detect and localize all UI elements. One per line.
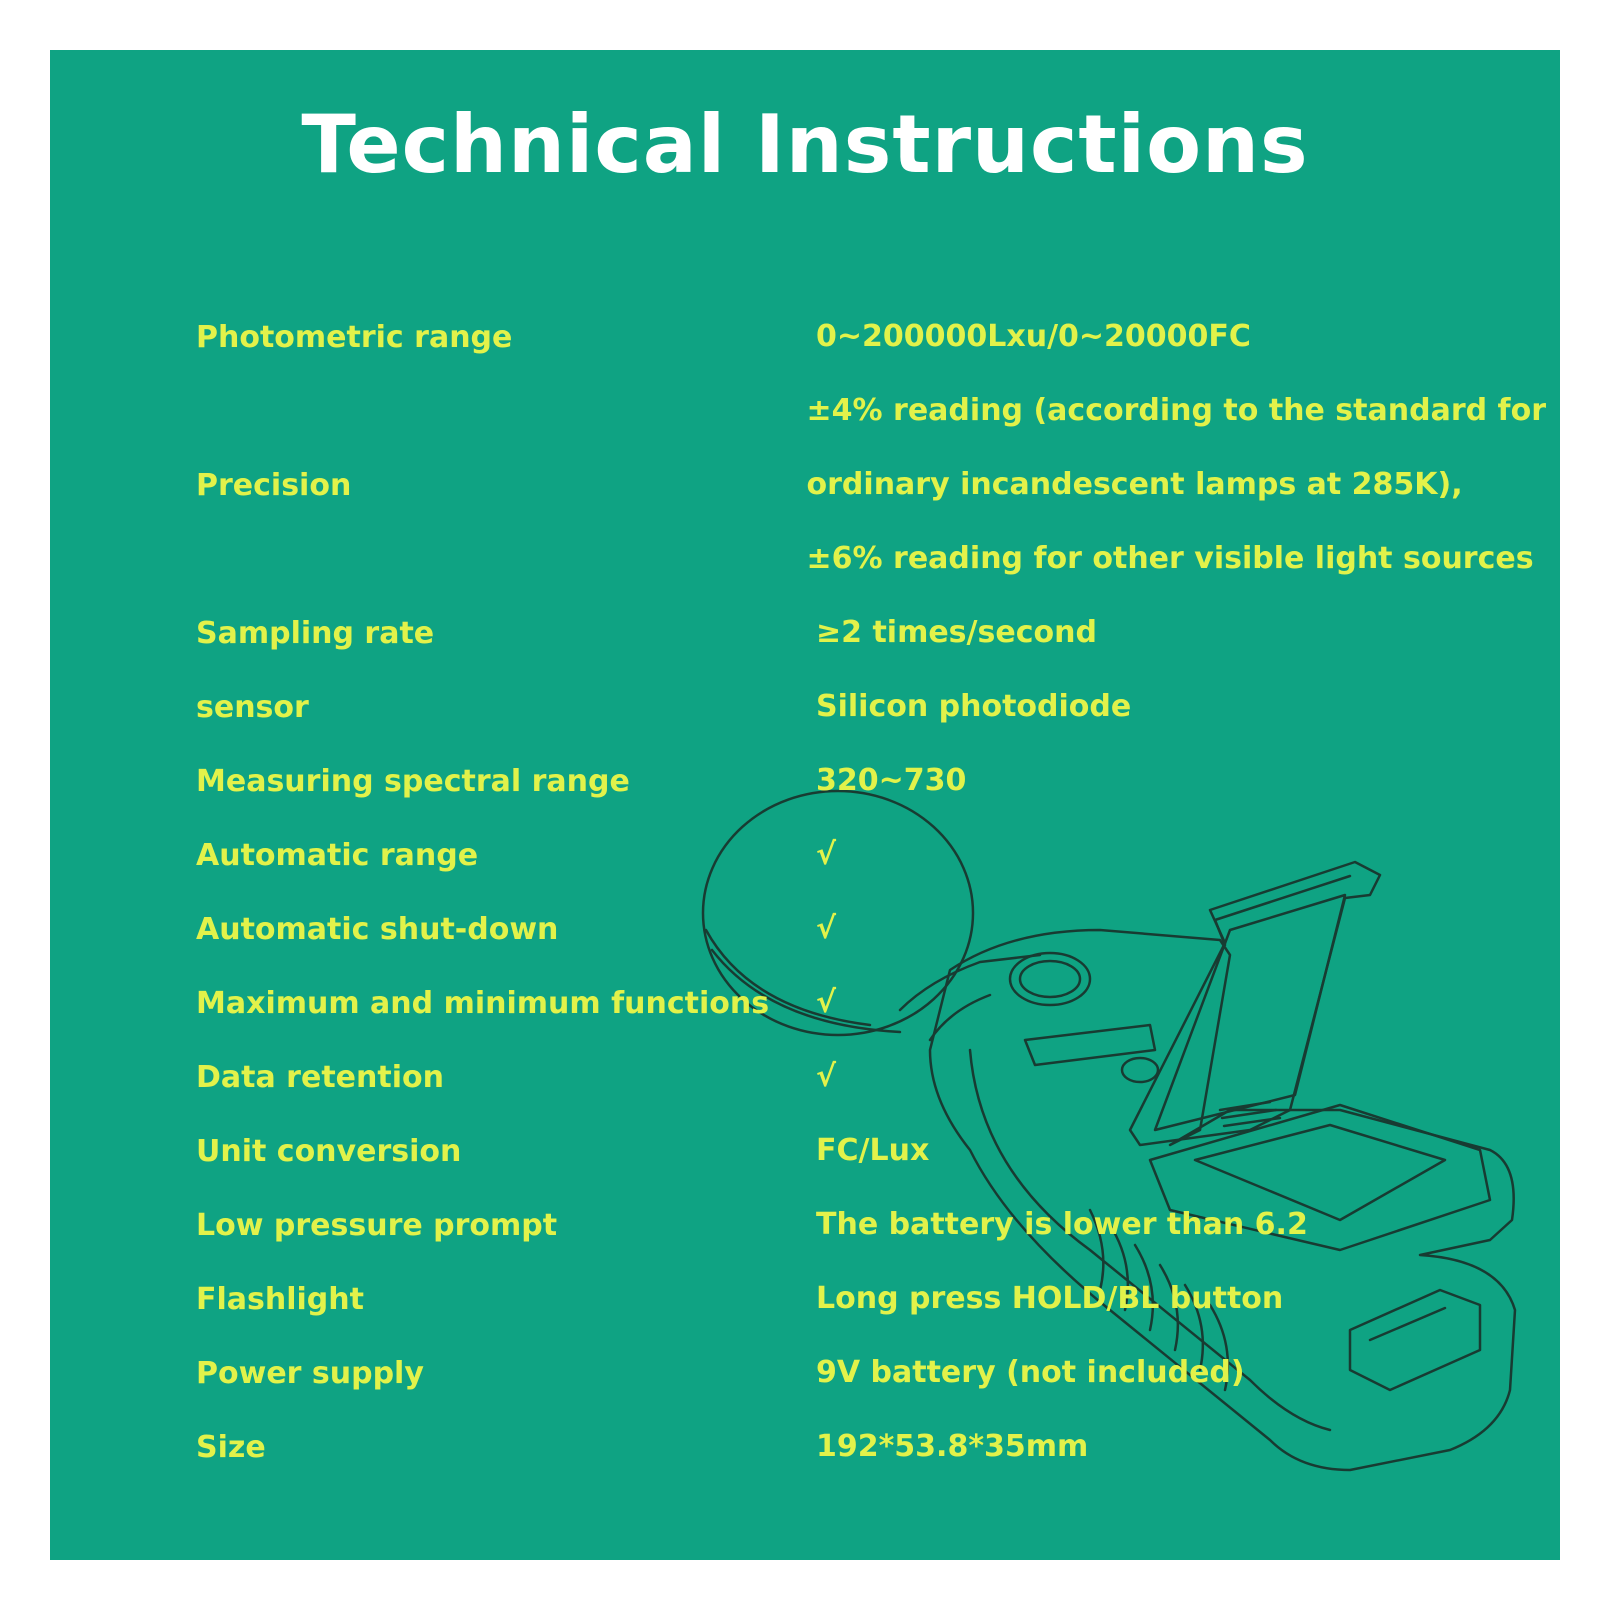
spec-row: Precision ±4% reading (according to the … xyxy=(196,374,1546,596)
spec-label: Sampling rate xyxy=(196,615,435,651)
spec-row: Low pressure prompt The battery is lower… xyxy=(196,1188,1546,1262)
spec-label: Size xyxy=(196,1429,266,1465)
spec-value: The battery is lower than 6.2 xyxy=(816,1188,1546,1262)
spec-panel: Technical Instructions Photometric range… xyxy=(50,50,1560,1560)
spec-value: Long press HOLD/BL button xyxy=(816,1262,1546,1336)
spec-value-line: Long press HOLD/BL button xyxy=(816,1281,1284,1316)
spec-row: Automatic range √ xyxy=(196,818,1546,892)
spec-row: Automatic shut-down √ xyxy=(196,892,1546,966)
spec-label: Data retention xyxy=(196,1059,444,1095)
spec-row: Sampling rate ≥2 times/second xyxy=(196,596,1546,670)
spec-value: 0~200000Lxu/0~20000FC xyxy=(816,300,1546,374)
spec-table: Photometric range 0~200000Lxu/0~20000FC … xyxy=(196,300,1546,1484)
spec-row: Maximum and minimum functions √ xyxy=(196,966,1546,1040)
spec-label: sensor xyxy=(196,689,309,725)
spec-row: Measuring spectral range 320~730 xyxy=(196,744,1546,818)
spec-value: √ xyxy=(816,1040,1546,1114)
spec-value: 320~730 xyxy=(816,744,1546,818)
spec-value: √ xyxy=(816,892,1546,966)
spec-row: Data retention √ xyxy=(196,1040,1546,1114)
spec-value: √ xyxy=(816,818,1546,892)
spec-row: Size 192*53.8*35mm xyxy=(196,1410,1546,1484)
lux-meter-illustration xyxy=(701,789,1517,1472)
spec-label: Power supply xyxy=(196,1355,424,1391)
spec-value-line: 0~200000Lxu/0~20000FC xyxy=(816,319,1251,354)
spec-row: sensor Silicon photodiode xyxy=(196,670,1546,744)
spec-value: √ xyxy=(816,966,1546,1040)
spec-value-line: √ xyxy=(816,985,837,1020)
spec-label: Unit conversion xyxy=(196,1133,462,1169)
spec-row: Photometric range 0~200000Lxu/0~20000FC xyxy=(196,300,1546,374)
spec-label: Automatic range xyxy=(196,837,479,873)
spec-label: Photometric range xyxy=(196,319,513,355)
spec-label: Low pressure prompt xyxy=(196,1207,558,1243)
spec-row: Power supply 9V battery (not included) xyxy=(196,1336,1546,1410)
spec-value-line: ordinary incandescent lamps at 285K), xyxy=(806,467,1463,502)
spec-value: 192*53.8*35mm xyxy=(816,1410,1546,1484)
spec-value: 9V battery (not included) xyxy=(816,1336,1546,1410)
spec-value-line: ≥2 times/second xyxy=(816,615,1097,650)
spec-value: FC/Lux xyxy=(816,1114,1546,1188)
spec-value-line: √ xyxy=(816,837,837,872)
spec-value-line: 320~730 xyxy=(816,763,967,798)
spec-value: ≥2 times/second xyxy=(816,596,1546,670)
spec-label: Flashlight xyxy=(196,1281,364,1317)
spec-value-line: FC/Lux xyxy=(816,1133,930,1168)
spec-label: Automatic shut-down xyxy=(196,911,559,947)
spec-label: Measuring spectral range xyxy=(196,763,630,799)
spec-label: Maximum and minimum functions xyxy=(196,985,770,1021)
spec-value-line: ±6% reading for other visible light sour… xyxy=(806,541,1534,576)
spec-row: Flashlight Long press HOLD/BL button xyxy=(196,1262,1546,1336)
spec-label: Precision xyxy=(196,467,352,503)
spec-value: Silicon photodiode xyxy=(816,670,1546,744)
spec-value-line: The battery is lower than 6.2 xyxy=(816,1207,1308,1242)
spec-row: Unit conversion FC/Lux xyxy=(196,1114,1546,1188)
spec-value-line: ±4% reading (according to the standard f… xyxy=(806,393,1546,428)
spec-value-line: 9V battery (not included) xyxy=(816,1355,1245,1390)
spec-value: ±4% reading (according to the standard f… xyxy=(807,374,1546,596)
page-title: Technical Instructions xyxy=(301,98,1309,191)
spec-value-line: 192*53.8*35mm xyxy=(816,1429,1089,1464)
spec-value-line: √ xyxy=(816,911,837,946)
spec-value-line: Silicon photodiode xyxy=(816,689,1132,724)
spec-value-line: √ xyxy=(816,1059,837,1094)
